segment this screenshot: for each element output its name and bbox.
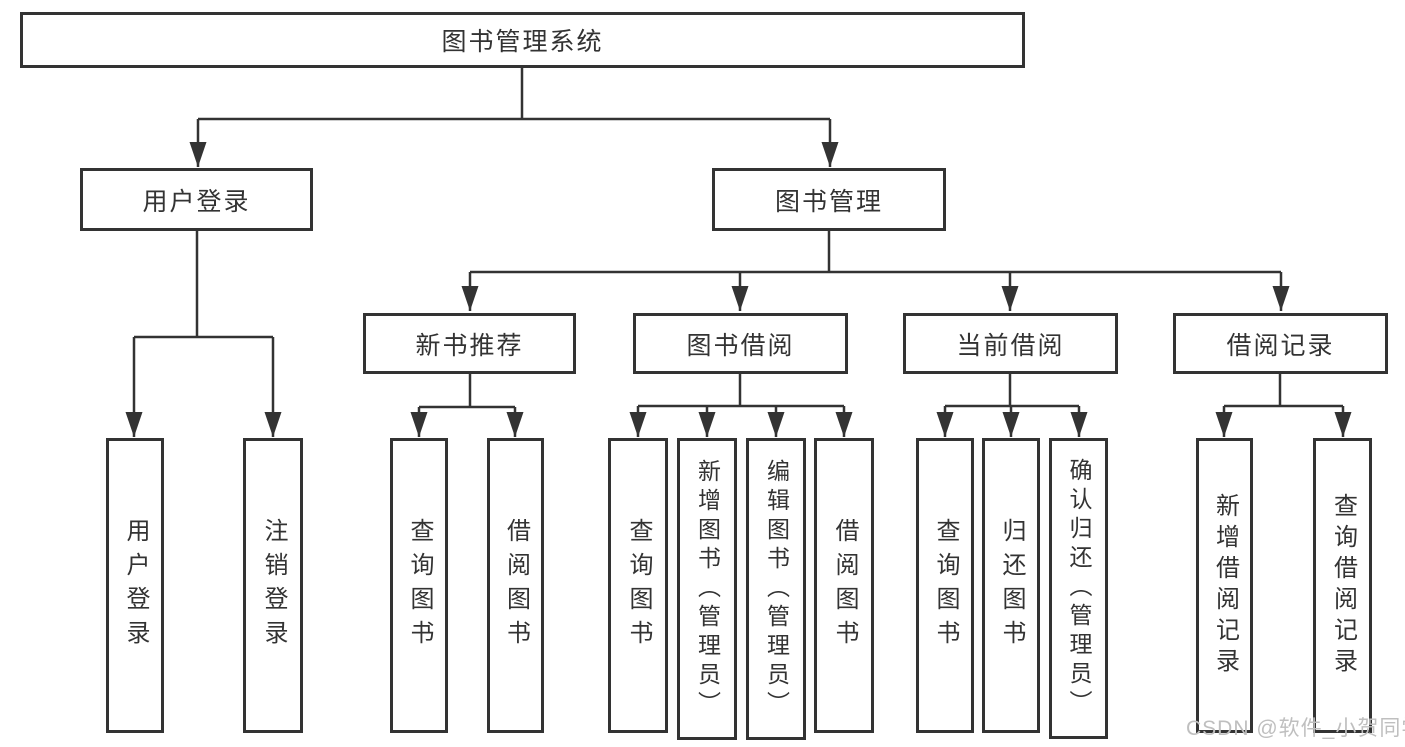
csdn-watermark: CSDN @软件_小贺同学 xyxy=(1186,717,1405,740)
node-current-borrow: 当前借阅 xyxy=(903,313,1118,374)
leaf-current-confirm-return-admin: 确认归还（管理员） xyxy=(1049,438,1108,739)
node-book-management: 图书管理 xyxy=(712,168,946,231)
leaf-recommend-query-book: 查询图书 xyxy=(390,438,448,733)
node-borrow-records: 借阅记录 xyxy=(1173,313,1388,374)
leaf-borrow-borrow-book: 借阅图书 xyxy=(814,438,874,733)
leaf-current-query-book: 查询图书 xyxy=(916,438,974,733)
leaf-borrow-add-book-admin: 新增图书（管理员） xyxy=(677,438,737,740)
leaf-records-add-record: 新增借阅记录 xyxy=(1196,438,1253,733)
node-book-borrow: 图书借阅 xyxy=(633,313,848,374)
node-user-login: 用户登录 xyxy=(80,168,313,231)
leaf-user-login: 用户登录 xyxy=(106,438,164,733)
leaf-recommend-borrow-book: 借阅图书 xyxy=(487,438,544,733)
leaf-borrow-edit-book-admin: 编辑图书（管理员） xyxy=(746,438,806,740)
leaf-records-query-record: 查询借阅记录 xyxy=(1313,438,1372,733)
leaf-borrow-query-book: 查询图书 xyxy=(608,438,668,733)
node-new-book-recommend: 新书推荐 xyxy=(363,313,576,374)
leaf-logout-login: 注销登录 xyxy=(243,438,303,733)
leaf-current-return-book: 归还图书 xyxy=(982,438,1040,733)
node-root-system: 图书管理系统 xyxy=(20,12,1025,68)
